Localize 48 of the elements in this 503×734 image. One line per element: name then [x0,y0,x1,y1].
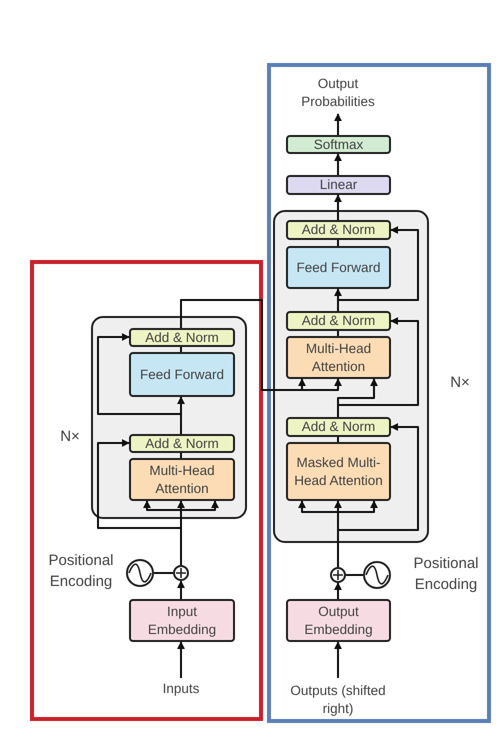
arrow [337,226,419,311]
connector-line [180,347,182,352]
arrow [337,317,419,417]
embedding-box: Output Embedding [286,599,391,642]
layer-stack-block [91,316,247,519]
repeat-label: N× [59,427,81,447]
add-norm-box: Add & Norm [286,220,391,240]
arrow [334,641,342,678]
io-label: Output Probabilities [290,72,386,114]
arrow [177,580,185,599]
softmax-box: Softmax [286,135,391,154]
sine-wave-icon [126,559,154,587]
add-norm-box: Add & Norm [286,417,391,437]
connector-line [346,574,363,576]
connector-line [337,240,339,246]
highlight-frame [267,63,491,723]
arrow [334,194,342,220]
connector-line [337,331,339,336]
attention-box: Masked Multi-Head Attention [286,442,391,501]
encoding-label: Positional Encoding [47,551,115,592]
connector-line [154,572,173,574]
add-norm-box: Add & Norm [129,434,235,453]
feed-forward-box: Feed Forward [129,352,235,397]
io-label: Outputs (shifted right) [280,678,396,722]
attention-box: Multi-Head Attention [129,458,235,501]
add-norm-box: Add & Norm [129,328,235,347]
add-circle-icon [330,567,346,583]
add-circle-icon [173,565,189,581]
arrow [334,582,342,599]
connector-line [337,437,339,442]
encoding-label: Positional Encoding [412,554,480,595]
arrow [97,439,182,565]
arrow [180,299,342,391]
embedding-box: Input Embedding [129,599,235,642]
linear-box: Linear [286,175,391,195]
repeat-label: N× [449,373,471,393]
sine-wave-icon [363,561,391,589]
io-label: Inputs [140,678,222,700]
arrow [97,333,182,434]
arrow [334,153,342,175]
arrow [177,641,185,678]
feed-forward-box: Feed Forward [286,246,391,289]
layer-stack-block [273,210,429,543]
add-norm-box: Add & Norm [286,311,391,331]
arrow [334,113,342,135]
highlight-frame [30,260,263,721]
attention-box: Multi-Head Attention [286,336,391,379]
connector-line [180,453,182,458]
